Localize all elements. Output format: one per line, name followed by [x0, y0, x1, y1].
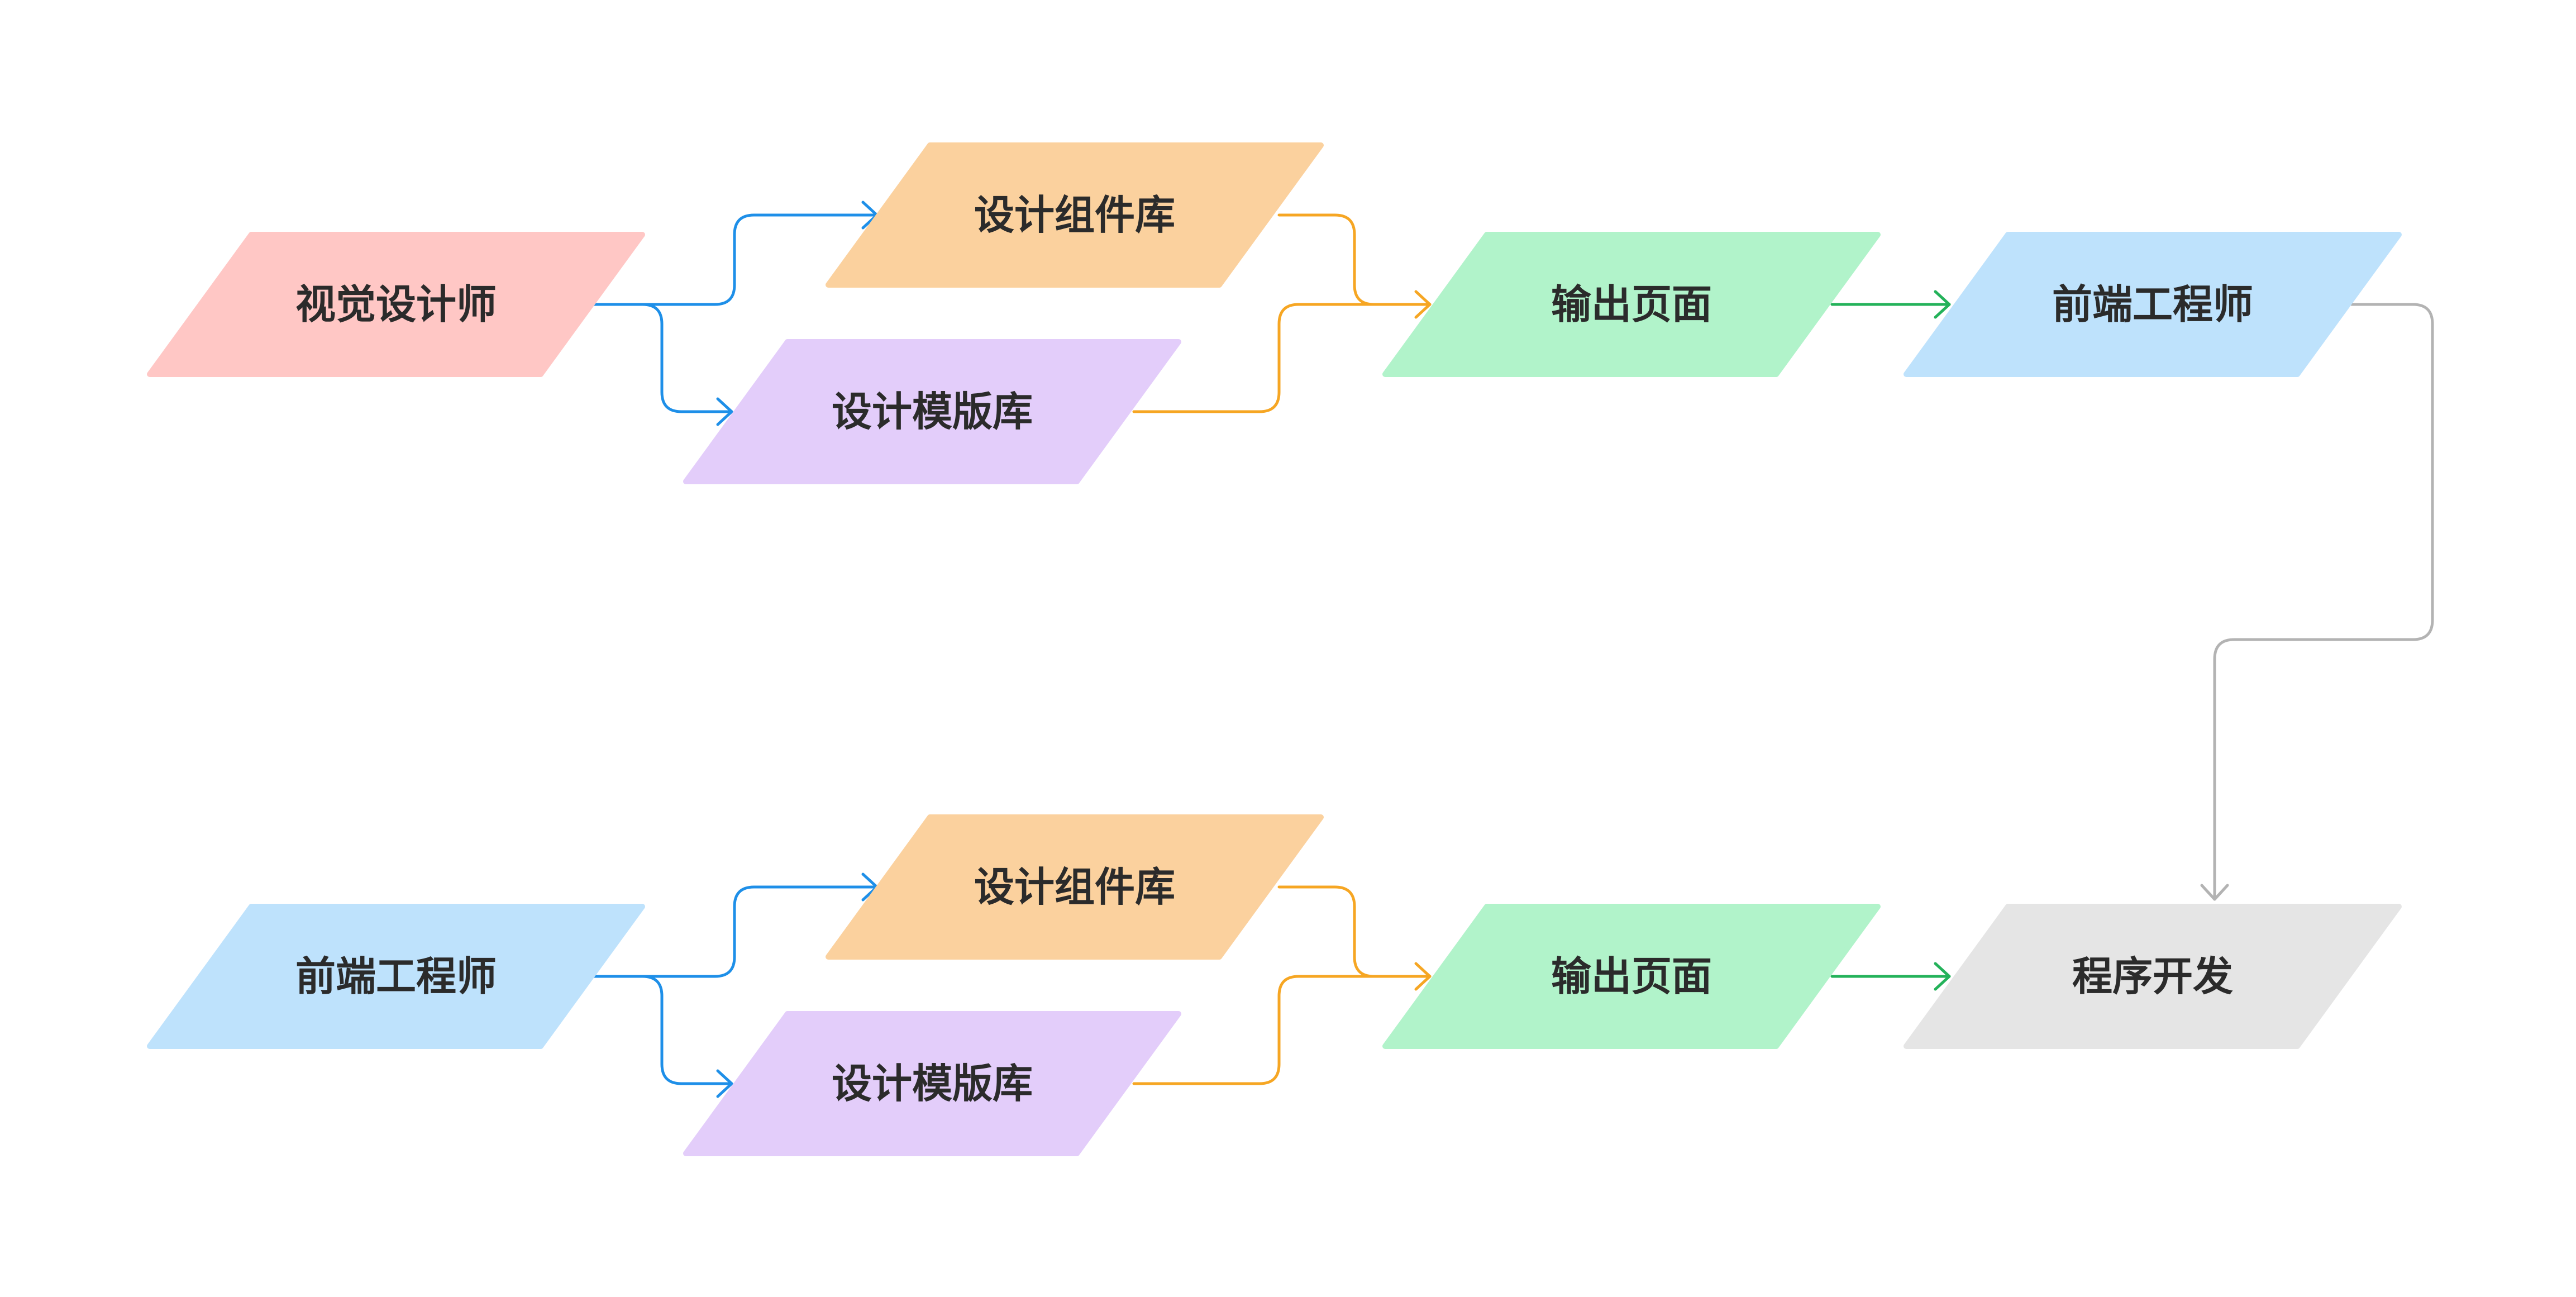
connector-components-to-output-bottom — [1277, 885, 1432, 978]
node-component-library-bottom-label: 设计组件库 — [974, 864, 1175, 910]
node-visual-designer-label: 视觉设计师 — [295, 281, 497, 328]
arrowhead-output — [1414, 290, 1432, 319]
node-program-development[interactable]: 程序开发 — [1904, 904, 2402, 1049]
node-frontend-engineer-bottom-label: 前端工程师 — [295, 953, 497, 1000]
arrowhead-templates — [716, 397, 733, 426]
connector-designer-to-components — [593, 213, 879, 306]
arrowhead-development-bottom — [1934, 962, 1951, 991]
node-output-page-label: 输出页面 — [1551, 281, 1712, 328]
arrowhead-templates-bottom — [716, 1069, 733, 1098]
node-component-library-label: 设计组件库 — [974, 192, 1175, 239]
node-visual-designer[interactable]: 视觉设计师 — [147, 232, 645, 377]
node-output-page-bottom[interactable]: 输出页面 — [1382, 904, 1881, 1049]
node-component-library[interactable]: 设计组件库 — [826, 142, 1324, 288]
node-output-page-bottom-label: 输出页面 — [1551, 953, 1712, 1000]
connector-components-to-output — [1277, 213, 1432, 306]
node-frontend-engineer[interactable]: 前端工程师 — [1904, 232, 2402, 377]
node-frontend-engineer-bottom[interactable]: 前端工程师 — [147, 904, 645, 1049]
node-template-library-bottom[interactable]: 设计模版库 — [683, 1011, 1181, 1156]
arrowhead-engineer — [1934, 290, 1951, 319]
connector-engineer-to-development — [2213, 303, 2434, 901]
arrowhead-development — [2200, 884, 2229, 901]
node-template-library-label: 设计模版库 — [832, 388, 1033, 435]
node-component-library-bottom[interactable]: 设计组件库 — [826, 814, 1324, 960]
connector-engineer-to-components-bottom — [593, 885, 879, 978]
node-template-library-bottom-label: 设计模版库 — [832, 1060, 1033, 1107]
arrowhead-output-bottom — [1414, 962, 1432, 991]
connector-designer-to-templates — [593, 303, 733, 413]
connector-engineer-to-templates-bottom — [593, 975, 733, 1085]
connector-templates-to-output-bottom — [1132, 975, 1432, 1085]
node-template-library[interactable]: 设计模版库 — [683, 339, 1181, 484]
node-output-page[interactable]: 输出页面 — [1382, 232, 1881, 377]
connector-templates-to-output — [1132, 303, 1432, 413]
node-program-development-label: 程序开发 — [2072, 953, 2233, 1000]
node-frontend-engineer-label: 前端工程师 — [2052, 281, 2253, 328]
